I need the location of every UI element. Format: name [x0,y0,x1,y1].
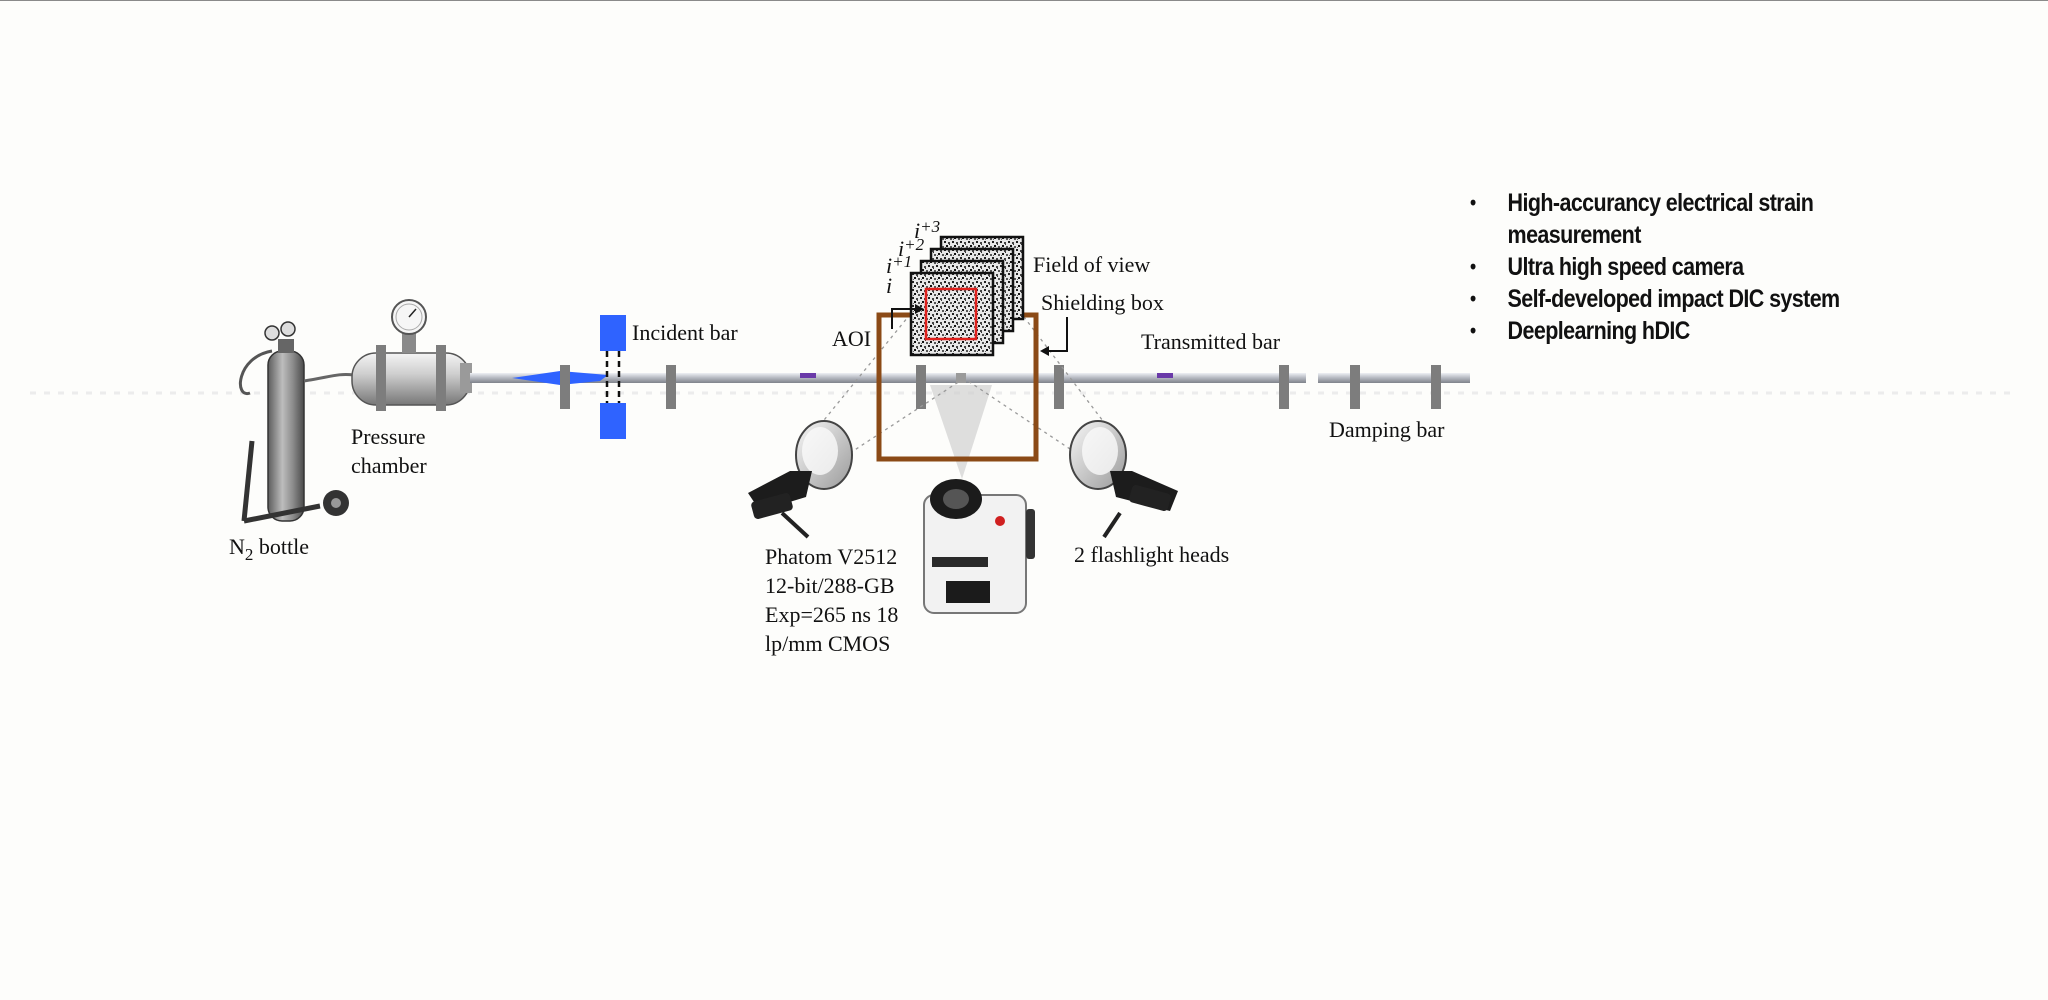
aoi-pointer [891,308,918,329]
feature-item: • High-accurancy electrical strain measu… [1468,187,1881,251]
camera-spec-line3: Exp=265 ns 18 [765,602,898,627]
left-flashlight-head [748,420,853,539]
damping-bar-label: Damping bar [1329,417,1445,442]
incident-strain-gauge [800,373,816,378]
pressure-chamber-label-line1: Pressure [351,424,426,449]
bar-supports [560,365,1441,409]
flashlight-label: 2 flashlight heads [1074,542,1229,567]
shielding-box-arrowhead [1040,346,1049,356]
feature-text: Self-developed impact DIC system [1507,285,1841,313]
frame-i-label: i [886,273,892,298]
feature-text: Ultra high speed camera [1507,253,1744,281]
camera-spec-line2: 12-bit/288-GB [765,573,895,598]
bullet-icon: • [1468,191,1478,215]
incident-bar-label: Incident bar [632,320,738,345]
bullet-icon: • [1468,255,1478,279]
n2-bottle [238,321,355,524]
launch-blocks [600,315,626,439]
bullet-icon: • [1468,319,1478,343]
right-flashlight-head [1069,420,1178,539]
shielding-box-label: Shielding box [1041,290,1164,315]
feature-text-continued: measurement [1507,221,1642,249]
feature-item: • Ultra high speed camera [1468,251,1881,283]
shielding-box-pointer [1046,317,1068,352]
specimen [956,373,966,383]
aoi-arrowhead [915,304,924,314]
transmitted-strain-gauge [1157,373,1173,378]
camera-spec-line1: Phatom V2512 [765,544,897,569]
field-of-view-label: Field of view [1033,252,1150,277]
frame-i3-label: i+3 [914,217,940,243]
damping-bar [1318,373,1470,383]
high-speed-camera [923,479,1035,614]
aoi-box [924,287,978,341]
frame-i2-label: i+2 [898,235,925,261]
transmitted-bar-label: Transmitted bar [1141,329,1281,354]
pressure-chamber [351,299,472,411]
feature-item: • Deeplearning hDIC [1468,315,1881,347]
incident-transmitted-bar [470,373,1306,383]
n2-bottle-label: N2 bottle [229,534,309,564]
camera-view-cone [930,385,992,479]
feature-text: High-accurancy electrical strain [1507,189,1814,217]
image-frame-stack [909,235,1025,357]
camera-spec-line4: lp/mm CMOS [765,631,890,656]
frame-i1-label: i+1 [886,252,912,278]
feature-list: • High-accurancy electrical strain measu… [1468,187,1948,347]
pressure-chamber-label-line2: chamber [351,453,427,478]
feature-text: Deeplearning hDIC [1507,317,1691,345]
aoi-label: AOI [832,326,871,351]
bullet-icon: • [1468,287,1478,311]
feature-item: • Self-developed impact DIC system [1468,283,1881,315]
